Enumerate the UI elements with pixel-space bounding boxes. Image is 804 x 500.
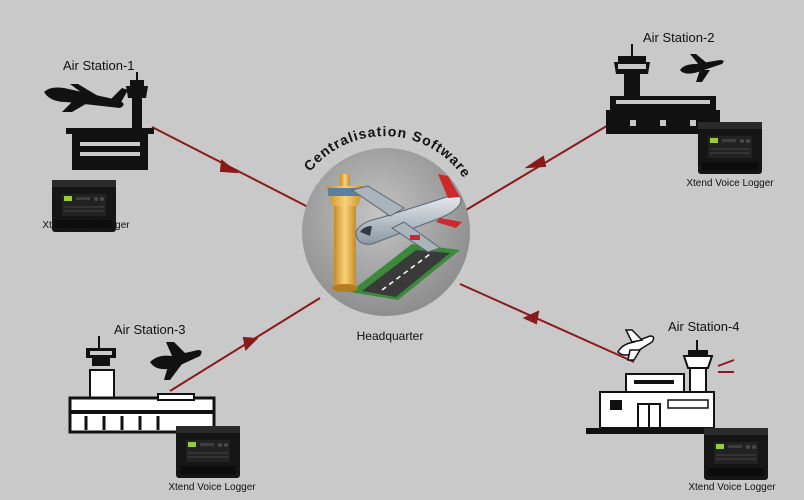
airplane-icon [350, 174, 462, 253]
station-name: Air Station-4 [668, 319, 740, 334]
arrow-station-3 [242, 336, 259, 352]
control-tower-icon [126, 72, 148, 128]
station-air-station-2: Air Station-2 Xtend Voice Logger [606, 30, 774, 189]
hub-label: Headquarter [357, 329, 424, 343]
station-name: Air Station-1 [63, 58, 135, 73]
logger-label: Xtend Voice Logger [686, 178, 774, 189]
airplane-icon [44, 84, 128, 112]
airplane-icon [680, 54, 724, 82]
station-air-station-4: Air Station-4 Xtend Voice Logger [586, 319, 776, 493]
arrow-station-2 [524, 155, 547, 169]
voice-logger-device-icon [698, 122, 762, 174]
headquarter-hub: Centralisation Software Headquarter [300, 123, 473, 343]
logger-label: Xtend Voice Logger [168, 482, 256, 493]
control-tower-icon [86, 336, 116, 401]
link-station-4 [459, 283, 635, 363]
voice-logger-device-icon [704, 428, 768, 480]
station-air-station-1: Air Station-1 Xtend Voice Logger [42, 58, 154, 232]
airplane-icon [150, 342, 202, 380]
terminal-building-icon [586, 373, 715, 434]
arrow-station-4 [522, 310, 540, 325]
station-name: Air Station-2 [643, 30, 715, 45]
control-tower-icon [614, 44, 650, 96]
connectors [151, 123, 635, 392]
station-name: Air Station-3 [114, 322, 186, 337]
control-tower-icon [682, 340, 735, 395]
airplane-icon [617, 329, 655, 361]
logger-label: Xtend Voice Logger [42, 220, 130, 231]
station-air-station-3: Air Station-3 Xtend Voice Logger [68, 322, 256, 493]
arrow-station-1 [219, 159, 240, 174]
runway-icon [350, 244, 460, 300]
voice-logger-device-icon [176, 426, 240, 478]
terminal-building-icon [66, 128, 154, 170]
logger-label: Xtend Voice Logger [688, 482, 776, 493]
